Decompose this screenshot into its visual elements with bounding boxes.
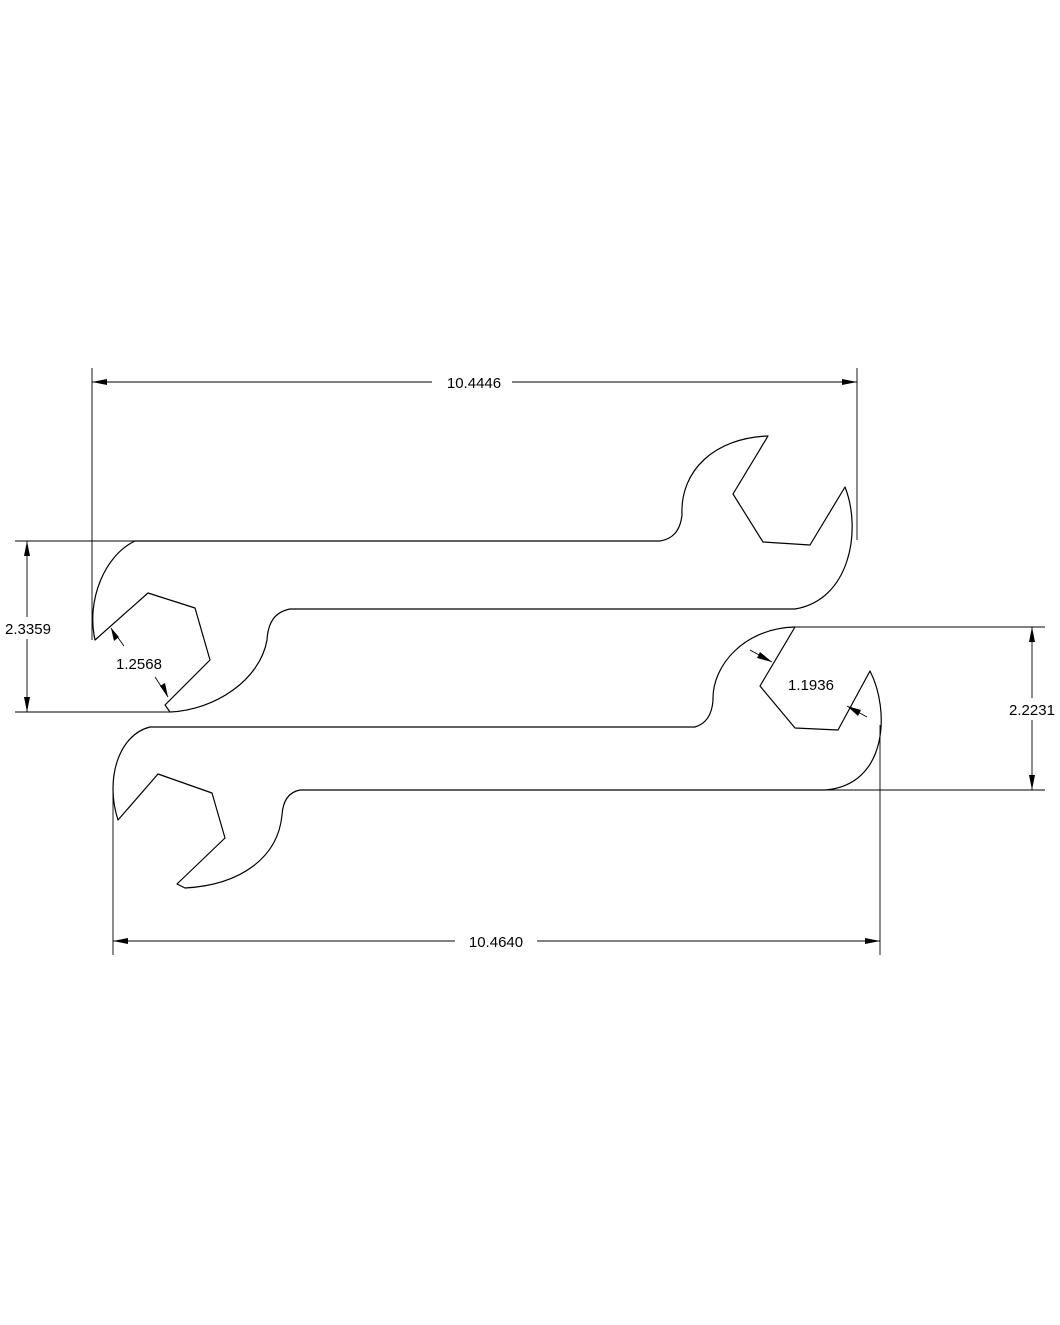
bottom-jaw-label: 1.1936 [788,677,834,694]
bottom-wrench-outline [112,626,882,889]
bottom-height-label: 2.2231 [1009,702,1055,719]
top-wrench-outline [92,435,853,713]
top-jaw-label: 1.2568 [116,656,162,673]
dimension-bottom-jaw: 1.1936 [749,649,868,718]
top-wrench [92,435,853,713]
dimension-bottom-height: 2.2231 [795,626,1060,791]
bottom-wrench [112,626,882,889]
top-length-label: 10.4446 [447,375,501,392]
dimension-top-jaw: 1.2568 [110,627,169,698]
dimension-top-height: 2.3359 [0,540,170,713]
bottom-length-label: 10.4640 [469,934,523,951]
dimension-bottom-length: 10.4640 [112,725,881,955]
dimension-top-length: 10.4446 [91,368,858,640]
top-height-label: 2.3359 [5,621,51,638]
